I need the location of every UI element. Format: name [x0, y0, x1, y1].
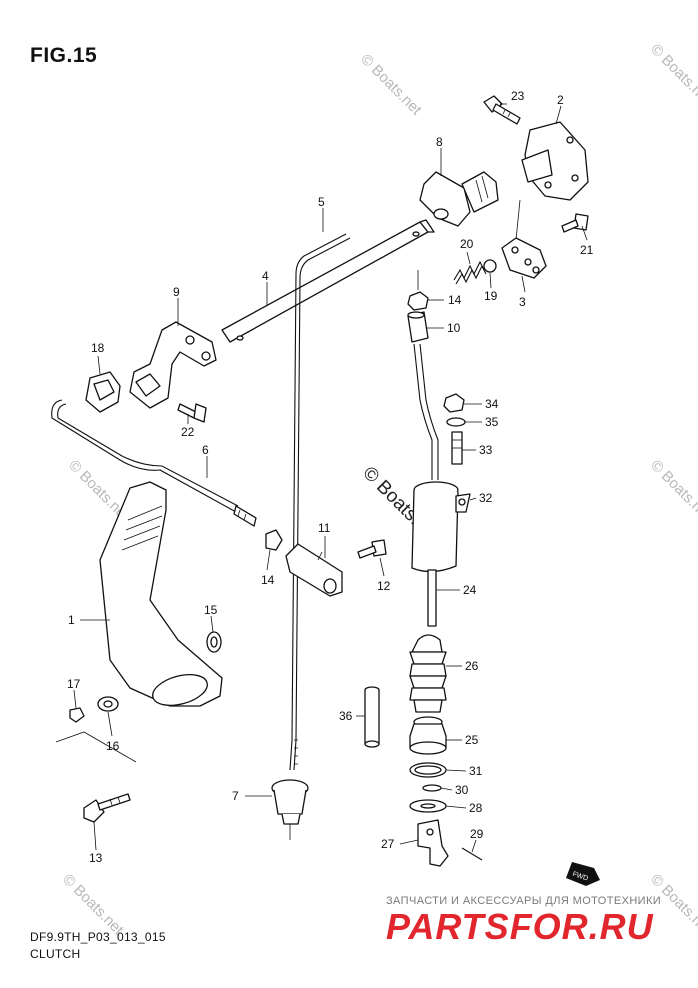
- callout-26: 26: [465, 659, 479, 673]
- part-13-bolt: [83, 793, 131, 823]
- fwd-label: FWD: [571, 871, 588, 883]
- part-9-lever-bracket: [129, 321, 217, 409]
- dealer-logo[interactable]: PARTSFOR.RU: [386, 906, 654, 947]
- part-17-clip-pin: [69, 707, 85, 723]
- callout-15: 15: [204, 603, 218, 617]
- part-16-washer: [97, 696, 119, 712]
- callout-31: 31: [469, 764, 483, 778]
- callout-34: 34: [485, 397, 499, 411]
- callout-14-upper: 14: [448, 293, 462, 307]
- part-32-shaft-holder: [411, 343, 471, 573]
- watermark-top-right: © Boats.net: [357, 51, 425, 119]
- callout-13: 13: [89, 851, 103, 865]
- part-35-washer: [446, 417, 466, 427]
- part-34-nut: [443, 393, 465, 413]
- part-2-clutch-cam-housing: [515, 121, 589, 241]
- leader-lines: [73, 103, 588, 853]
- part-15-washer: [206, 631, 222, 653]
- callout-18: 18: [91, 341, 105, 355]
- part-36-pin: [364, 686, 380, 748]
- part-3-cam-plate: [501, 237, 547, 279]
- leader-bracket-16-17: [55, 731, 137, 763]
- callout-27: 27: [381, 837, 395, 851]
- part-29-pin: [461, 847, 483, 861]
- callout-29: 29: [470, 827, 484, 841]
- part-30-washer: [422, 784, 442, 792]
- callout-35: 35: [485, 415, 499, 429]
- watermark-bottom-left: © Boats.net: [59, 871, 127, 939]
- callout-30: 30: [455, 783, 469, 797]
- callout-23: 23: [511, 89, 525, 103]
- callout-1: 1: [68, 613, 75, 627]
- callout-17: 17: [67, 677, 81, 691]
- part-19-ball: [483, 259, 497, 273]
- part-27-bracket: [417, 819, 449, 867]
- watermark-right-upper: © Boats.net: [647, 41, 698, 109]
- callout-16: 16: [106, 739, 120, 753]
- callout-24: 24: [463, 583, 477, 597]
- callout-25: 25: [465, 733, 479, 747]
- callout-22: 22: [181, 425, 195, 439]
- part-14-nut-lower: [265, 529, 283, 551]
- callout-8: 8: [436, 135, 443, 149]
- callout-33: 33: [479, 443, 493, 457]
- callout-5: 5: [318, 195, 325, 209]
- part-1-clutch-handle: [99, 481, 223, 707]
- figure-code: DF9.9TH_P03_013_015: [30, 930, 166, 944]
- callout-6: 6: [202, 443, 209, 457]
- callout-7: 7: [232, 789, 239, 803]
- callout-11: 11: [318, 521, 331, 535]
- callout-32: 32: [479, 491, 493, 505]
- part-24-rod: [427, 569, 437, 627]
- callout-labels: 1 2 3 4 5 6 7 8 9 10 11 12 13 14 14 15 1…: [67, 89, 594, 865]
- watermark-right-mid: © Boats.net: [647, 457, 698, 525]
- part-21-bolt: [561, 213, 589, 233]
- dealer-tagline: ЗАПЧАСТИ И АКСЕССУАРЫ ДЛЯ МОТОТЕХНИКИ: [386, 895, 662, 907]
- callout-9: 9: [173, 285, 180, 299]
- callout-12: 12: [377, 579, 391, 593]
- part-14-nut-upper: [407, 270, 429, 311]
- part-26-rubber-boot: [409, 634, 447, 713]
- callout-20: 20: [460, 237, 474, 251]
- figure-name: CLUTCH: [30, 947, 81, 961]
- part-6-link-rod: [51, 399, 257, 527]
- callout-36: 36: [339, 709, 353, 723]
- figure-title: FIG.15: [30, 44, 98, 67]
- part-22-bolt: [177, 403, 207, 423]
- callout-14-lower: 14: [261, 573, 275, 587]
- callout-4: 4: [262, 269, 269, 283]
- part-4-shift-rod: [221, 219, 435, 343]
- part-25-bushing: [409, 716, 447, 755]
- part-5-long-rod: [289, 233, 351, 771]
- callout-19: 19: [484, 289, 498, 303]
- callout-21: 21: [580, 243, 594, 257]
- part-10-sleeve: [407, 311, 429, 343]
- part-28-washer: [409, 799, 447, 813]
- callout-28: 28: [469, 801, 483, 815]
- callout-10: 10: [447, 321, 461, 335]
- part-20-spring: [453, 260, 487, 285]
- part-12-bolt: [357, 539, 387, 559]
- part-7-grommet: [271, 779, 309, 840]
- fwd-arrow-icon: FWD: [566, 862, 600, 886]
- part-18-clip: [85, 371, 121, 413]
- callout-2: 2: [557, 93, 564, 107]
- part-31-o-ring: [409, 762, 447, 778]
- part-11-lever: [285, 543, 343, 597]
- callout-3: 3: [519, 295, 526, 309]
- part-33-stud: [451, 431, 463, 465]
- part-8-shift-lever: [419, 171, 499, 227]
